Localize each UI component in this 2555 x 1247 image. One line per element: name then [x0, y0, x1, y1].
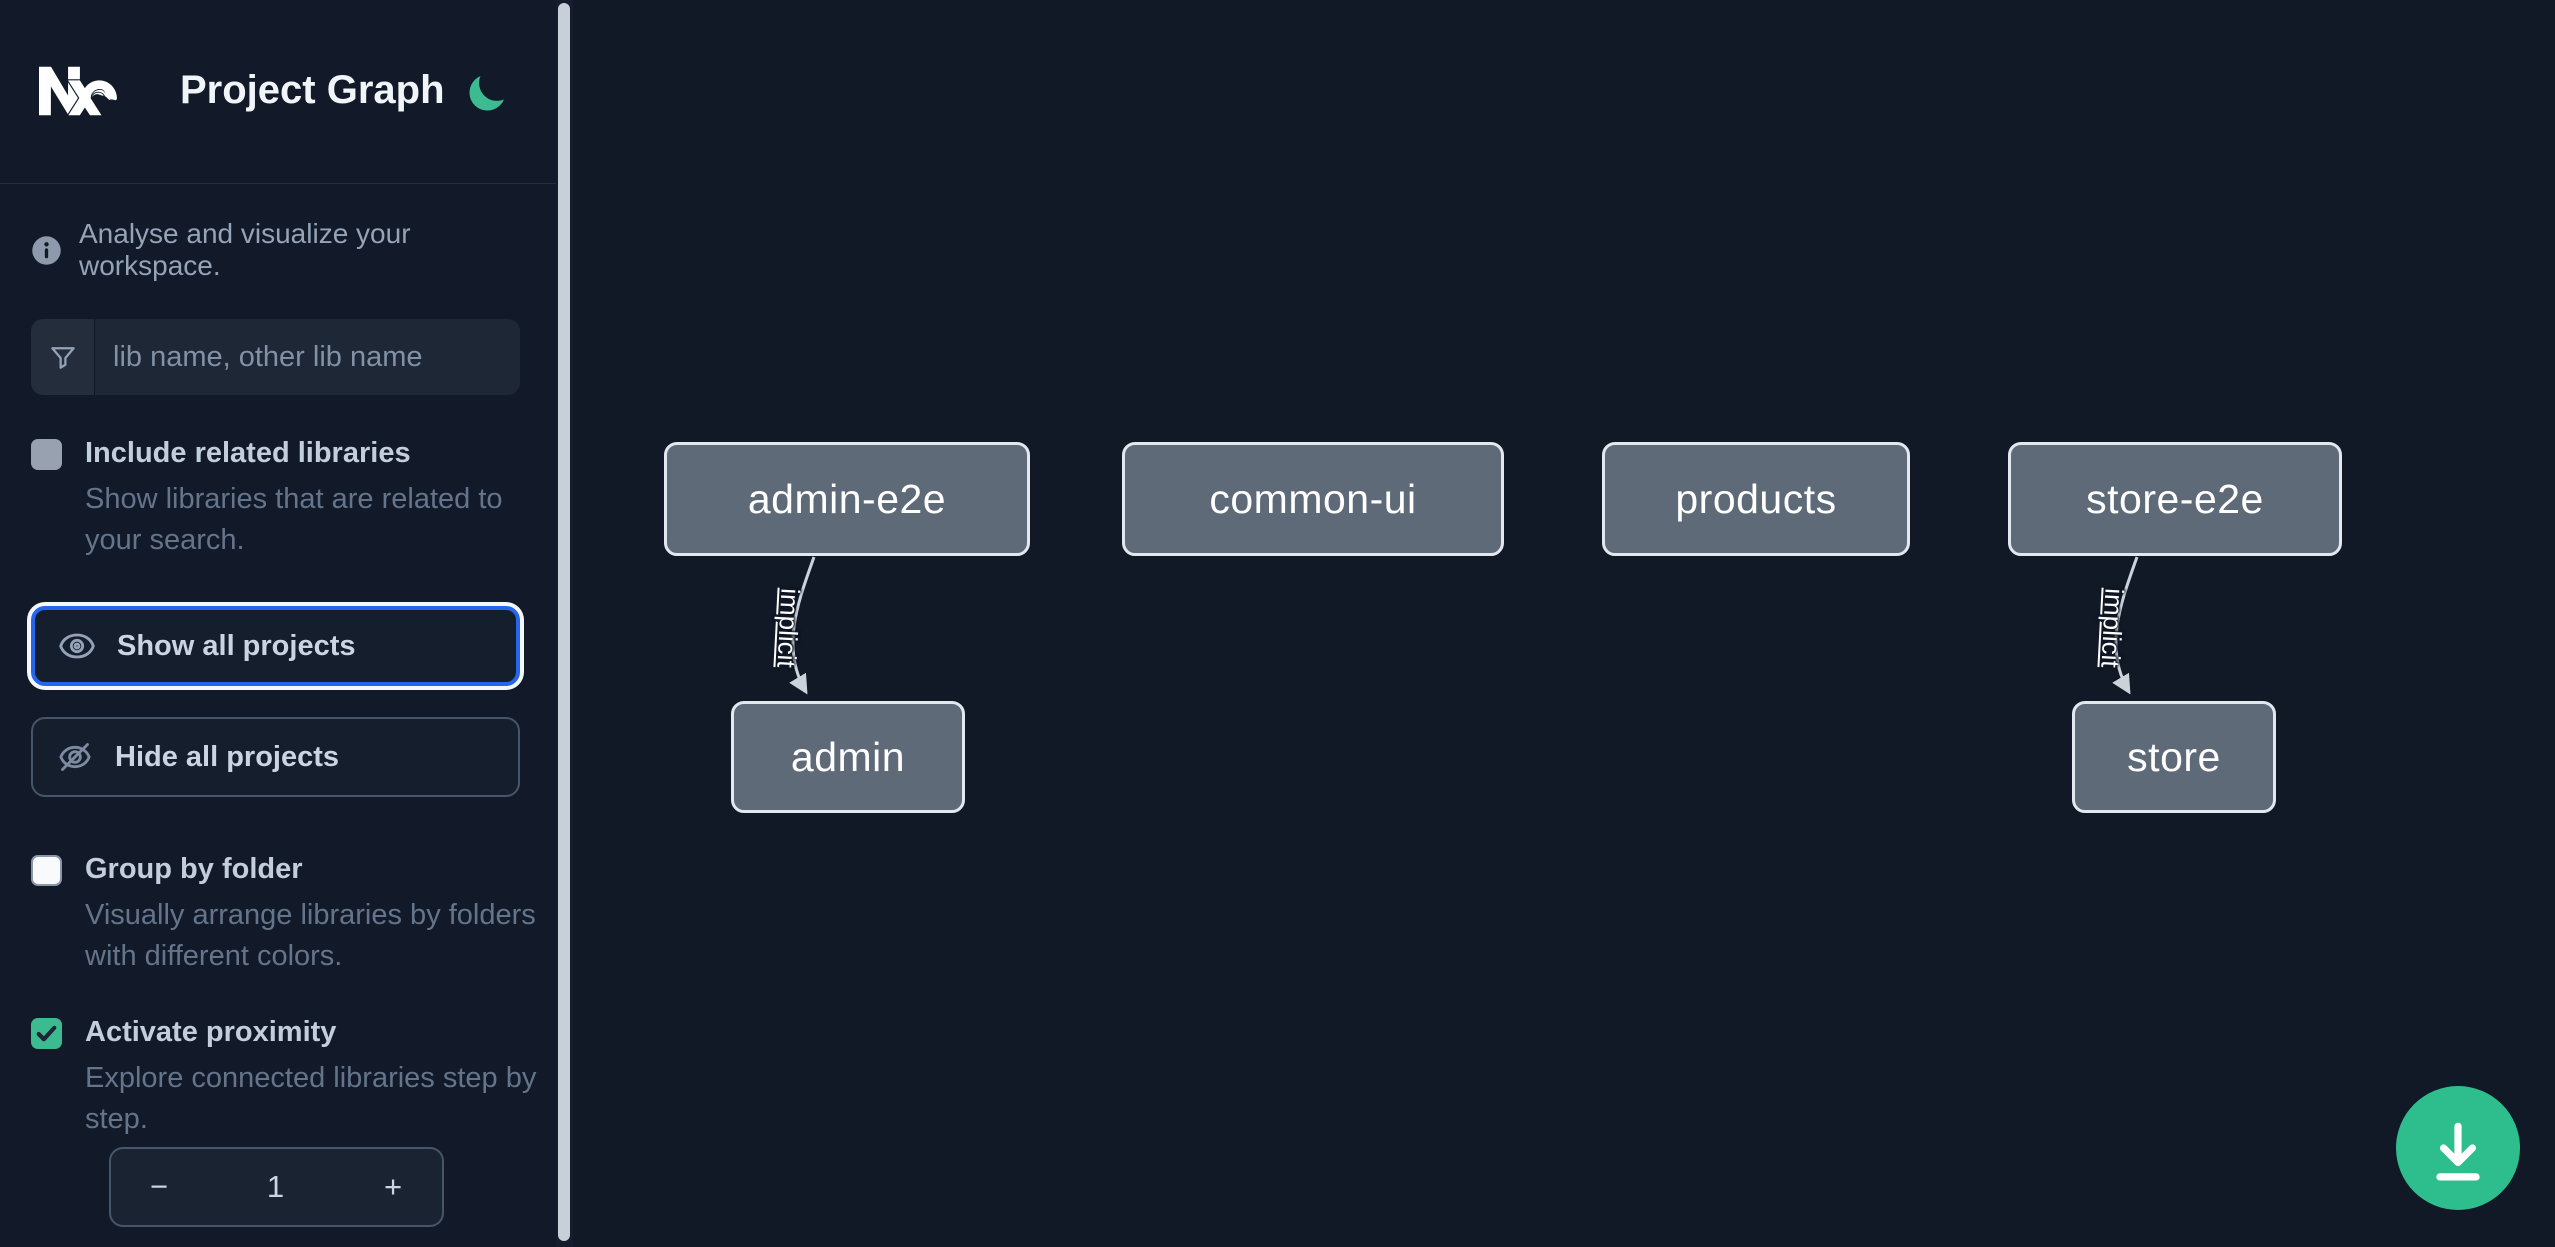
tagline: Analyse and visualize your workspace.: [79, 218, 411, 281]
checkbox-group-by-folder[interactable]: [31, 855, 62, 886]
toggle-group-by-folder: Group by folder Visually arrange librari…: [31, 853, 536, 977]
graph-node-store[interactable]: store: [2072, 701, 2276, 813]
info-icon: [32, 235, 61, 265]
scrollbar-thumb[interactable]: [558, 3, 570, 1241]
checkbox-include-related-libraries[interactable]: [31, 439, 62, 470]
toggle-description: Explore connected libraries step by step…: [85, 1062, 537, 1135]
toggle-activate-proximity: Activate proximity Explore connected lib…: [31, 1016, 536, 1140]
nx-logo: [39, 66, 117, 116]
sidebar-header: Project Graph: [0, 0, 556, 184]
download-image-button[interactable]: [2396, 1086, 2520, 1210]
toggle-label[interactable]: Include related libraries: [85, 437, 411, 469]
workspace-info: Analyse and visualize your workspace.: [31, 218, 556, 282]
proximity-depth-stepper: − 1 +: [109, 1147, 444, 1227]
graph-canvas[interactable]: [573, 0, 2555, 1247]
button-label: Hide all projects: [115, 740, 340, 773]
download-icon: [2436, 1122, 2480, 1181]
sidebar: Project Graph Analyse and visualize your…: [0, 0, 556, 1247]
sidebar-scrollbar: [556, 0, 573, 1247]
toggle-description: Show libraries that are related to your …: [85, 483, 503, 556]
theme-toggle-button[interactable]: [464, 72, 508, 116]
checkmark-icon: [36, 1025, 57, 1042]
search-box: [31, 319, 520, 395]
toggle-label[interactable]: Group by folder: [85, 853, 303, 885]
graph-node-common-ui[interactable]: common-ui: [1122, 442, 1504, 556]
search-input[interactable]: [95, 319, 520, 395]
decrement-button[interactable]: −: [111, 1149, 207, 1225]
eye-icon: [59, 633, 95, 659]
page-title: Project Graph: [180, 68, 445, 112]
checkbox-activate-proximity[interactable]: [31, 1018, 62, 1049]
show-all-projects-button[interactable]: Show all projects: [31, 606, 520, 686]
proximity-depth-value: 1: [266, 1169, 285, 1204]
increment-button[interactable]: +: [344, 1149, 442, 1225]
moon-icon: [469, 76, 504, 111]
filter-funnel-icon: [31, 319, 95, 395]
graph-node-admin-e2e[interactable]: admin-e2e: [664, 442, 1030, 556]
graph-node-admin[interactable]: admin: [731, 701, 965, 813]
hide-all-projects-button[interactable]: Hide all projects: [31, 717, 520, 797]
toggle-label[interactable]: Activate proximity: [85, 1016, 337, 1048]
edge-label-admin-e2e-admin: implicit: [771, 587, 806, 669]
toggle-description: Visually arrange libraries by folders wi…: [85, 899, 536, 972]
toggle-include-related-libraries: Include related libraries Show libraries…: [31, 437, 523, 561]
graph-node-store-e2e[interactable]: store-e2e: [2008, 442, 2342, 556]
graph-node-products[interactable]: products: [1602, 442, 1910, 556]
button-label: Show all projects: [117, 629, 356, 662]
edge-label-store-e2e-store: implicit: [2095, 587, 2130, 669]
eye-off-icon: [59, 743, 91, 771]
